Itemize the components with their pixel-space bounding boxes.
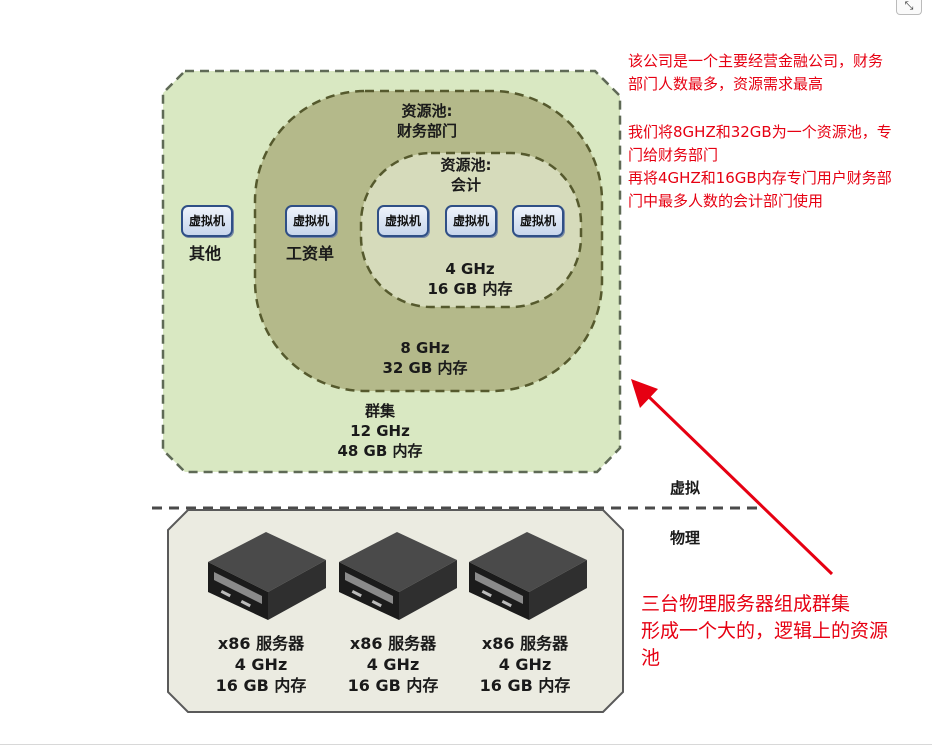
server-icon [469, 532, 587, 620]
virtual-layer-label: 虚拟 [669, 479, 700, 497]
cluster-mem: 48 GB 内存 [337, 442, 423, 460]
arrow-head-icon [631, 379, 658, 408]
note-pool: 我们将8GHZ和32GB为一个资源池，专 门给财务部门 再将4GHZ和16GB内… [628, 121, 928, 213]
vm-accounting-3: 虚拟机 [512, 205, 564, 237]
accounting-pool-subtitle: 会计 [450, 176, 481, 194]
note-pool-line-4: 门中最多人数的会计部门使用 [628, 192, 824, 210]
server-2-name: x86 服务器 [349, 634, 437, 653]
finance-mem: 32 GB 内存 [382, 359, 468, 377]
server-3-label: x86 服务器 4 GHz 16 GB 内存 [459, 633, 591, 696]
cluster-ghz: 12 GHz [350, 422, 410, 440]
vm-payroll-label: 工资单 [285, 244, 334, 263]
finance-pool-title: 资源池: 财务部门 [365, 101, 489, 141]
note-cluster-line-2: 形成一个大的，逻辑上的资源 [641, 620, 889, 642]
note-company-line-2: 部门人数最多，资源需求最高 [628, 75, 824, 93]
server-1-ghz: 4 GHz [234, 655, 288, 674]
finance-pool-title-line: 资源池: [401, 102, 453, 120]
collapse-icon[interactable]: ⤡ [896, 0, 922, 15]
finance-ghz: 8 GHz [400, 339, 450, 357]
note-cluster: 三台物理服务器组成群集 形成一个大的，逻辑上的资源 池 [641, 591, 931, 672]
server-3-mem: 16 GB 内存 [479, 676, 571, 695]
vm-other-label: 其他 [188, 244, 221, 263]
physical-layer-label: 物理 [669, 529, 700, 547]
server-2-label: x86 服务器 4 GHz 16 GB 内存 [327, 633, 459, 696]
page-divider [0, 744, 932, 745]
cluster-title: 群集 [364, 402, 395, 420]
accounting-mem: 16 GB 内存 [427, 280, 513, 298]
accounting-ghz: 4 GHz [445, 260, 495, 278]
server-1-label: x86 服务器 4 GHz 16 GB 内存 [195, 633, 327, 696]
server-icon [339, 532, 457, 620]
accounting-pool-title-line: 资源池: [440, 156, 492, 174]
server-3-ghz: 4 GHz [498, 655, 552, 674]
server-3-name: x86 服务器 [481, 634, 569, 653]
finance-pool-subtitle: 财务部门 [396, 122, 457, 140]
server-2-mem: 16 GB 内存 [347, 676, 439, 695]
server-2-ghz: 4 GHz [366, 655, 420, 674]
note-pool-line-3: 再将4GHZ和16GB内存专门用户财务部 [628, 169, 892, 187]
finance-pool-resources: 8 GHz 32 GB 内存 [360, 338, 490, 378]
server-1-name: x86 服务器 [217, 634, 305, 653]
accounting-pool-title: 资源池: 会计 [416, 155, 516, 195]
accounting-pool-resources: 4 GHz 16 GB 内存 [405, 259, 535, 299]
note-cluster-line-3: 池 [641, 647, 661, 669]
note-pool-line-1: 我们将8GHZ和32GB为一个资源池，专 [628, 123, 892, 141]
vm-other: 虚拟机 [181, 205, 233, 237]
note-company-line-1: 该公司是一个主要经营金融公司，财务 [628, 52, 884, 70]
annotation-arrow [646, 394, 834, 576]
cluster-label: 群集 12 GHz 48 GB 内存 [315, 401, 445, 461]
vm-accounting-1: 虚拟机 [377, 205, 429, 237]
note-pool-line-2: 门给财务部门 [628, 146, 719, 164]
server-1-mem: 16 GB 内存 [215, 676, 307, 695]
vm-accounting-2: 虚拟机 [445, 205, 497, 237]
vm-payroll: 虚拟机 [285, 205, 337, 237]
server-icon [208, 532, 326, 620]
note-company: 该公司是一个主要经营金融公司，财务 部门人数最多，资源需求最高 [628, 50, 928, 96]
note-cluster-line-1: 三台物理服务器组成群集 [641, 593, 851, 615]
